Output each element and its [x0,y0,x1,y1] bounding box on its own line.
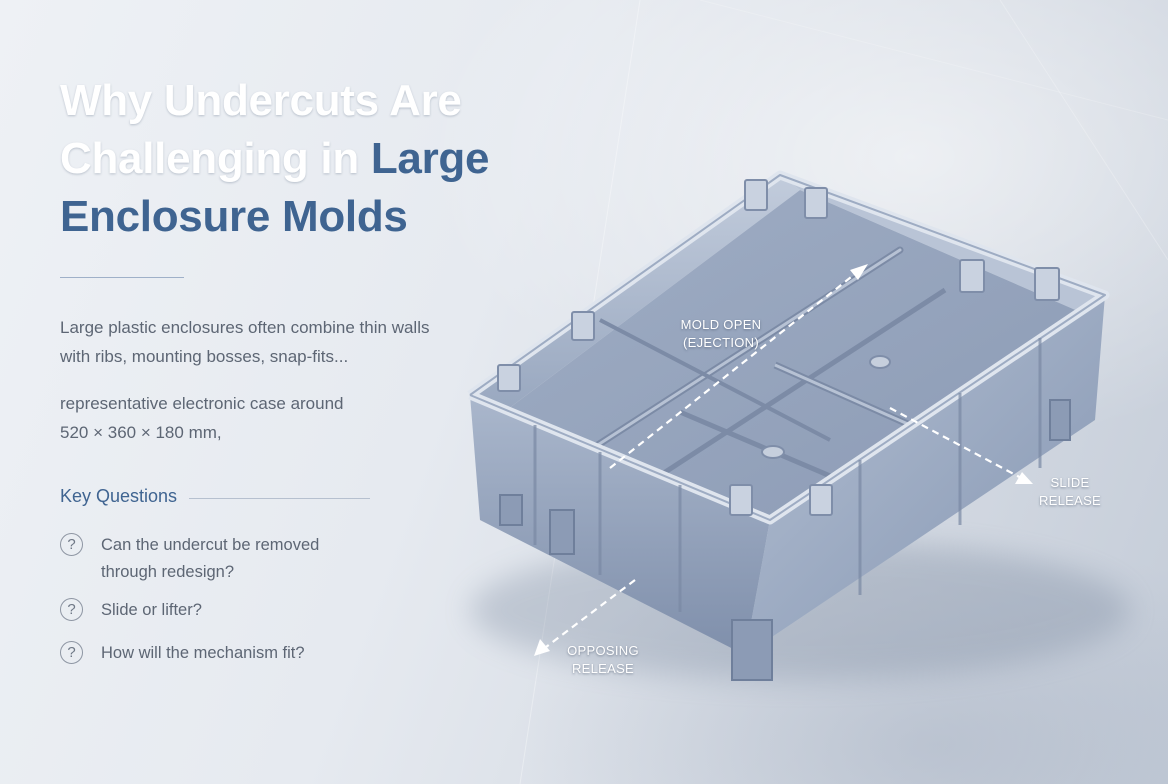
title-divider [60,277,184,278]
list-item: ? How will the mechanism fit? [60,640,380,667]
intro-line-2: with ribs, mounting bosses, snap-fits... [60,347,349,366]
question-text: Can the undercut be removed through rede… [101,532,319,586]
intro-paragraph: Large plastic enclosures often combine t… [60,313,480,371]
opposing-release-label-line: RELEASE [571,661,635,676]
opposing-release-label-line: OPPOSING [567,643,639,658]
question-text: How will the mechanism fit? [101,644,305,662]
spec-paragraph: representative electronic case around 52… [60,389,480,447]
list-item: ? Can the undercut be removed through re… [60,532,380,586]
key-questions-list: ? Can the undercut be removed through re… [60,532,380,667]
question-line: through redesign? [101,563,235,581]
title-accent-1: Large [370,134,490,183]
slide-release-label-line: SLIDE [1050,475,1090,490]
key-questions-header: Key Questions [60,486,370,507]
question-circle-icon: ? [60,533,83,556]
intro-line-1: Large plastic enclosures often combine t… [60,318,430,337]
enclosure-illustration [467,170,1130,681]
title-accent-2: Enclosure Molds [60,192,408,241]
list-item: ? Slide or lifter? [60,597,380,624]
title-line-1: Why Undercuts Are [60,76,462,125]
slide-release-label: SLIDE RELEASE [1030,474,1110,510]
text-panel: Why Undercuts Are Challenging in Large E… [60,72,520,447]
title-line-2: Challenging in [60,134,371,183]
key-questions-title: Key Questions [60,486,178,506]
question-circle-icon: ? [60,598,83,621]
question-line: Can the undercut be removed [101,536,320,554]
spec-line-1: representative electronic case around [60,394,344,413]
question-circle-icon: ? [60,641,83,664]
slide-release-label-line: RELEASE [1038,493,1102,508]
key-questions-rule [189,498,370,499]
page-title: Why Undercuts Are Challenging in Large E… [60,72,520,246]
enclosure-diagram: MOLD OPEN (EJECTION) SLIDE RELEASE OPPOS… [440,150,1168,710]
spec-line-2: 520 × 360 × 180 mm, [60,423,222,442]
question-text: Slide or lifter? [101,601,202,619]
mold-open-label-line: MOLD OPEN [680,317,762,332]
opposing-release-label: OPPOSING RELEASE [558,642,648,678]
mold-open-label-line: (EJECTION) [683,335,759,350]
mold-open-label: MOLD OPEN (EJECTION) [666,316,776,352]
